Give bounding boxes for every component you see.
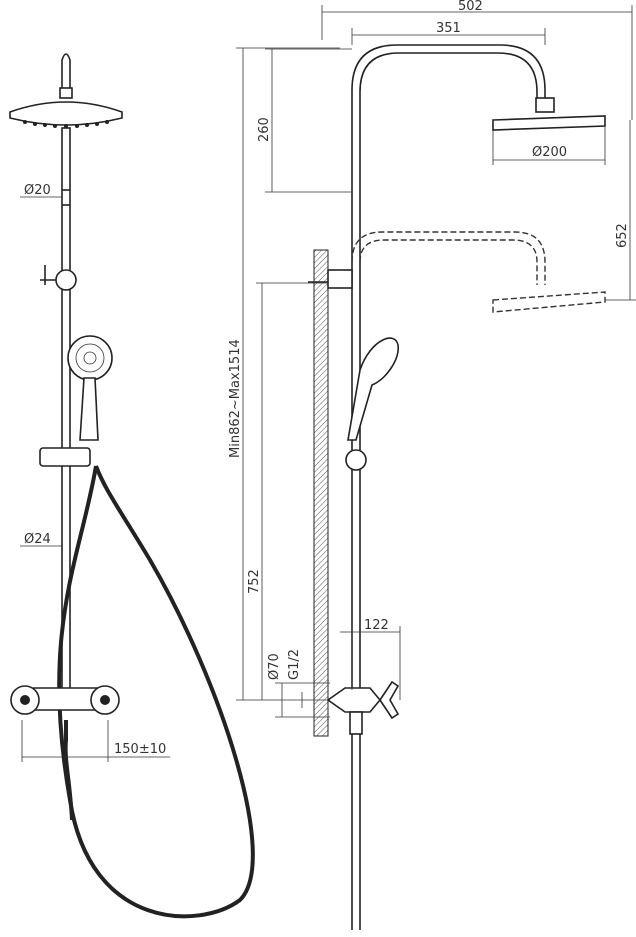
dim-height-range: Min862~Max1514 bbox=[228, 339, 243, 458]
dim-flange-diameter: Ø70 bbox=[267, 653, 282, 680]
mixer-body bbox=[326, 687, 382, 713]
hand-shower-head bbox=[67, 335, 113, 381]
wall-bracket bbox=[327, 269, 353, 289]
wall-bracket bbox=[55, 269, 77, 291]
arm-top bbox=[61, 53, 71, 95]
front-view: Ø20 Ø24 150±10 bbox=[9, 53, 255, 919]
bracket-screw bbox=[40, 265, 56, 285]
dim-arm-reach: 351 bbox=[436, 21, 461, 36]
head-connector bbox=[59, 87, 73, 99]
mixer-handle bbox=[379, 680, 400, 720]
dim-mixer-depth: 122 bbox=[364, 618, 389, 633]
wall bbox=[313, 249, 329, 737]
dim-total-reach: 502 bbox=[458, 0, 483, 14]
shower-arm-outer bbox=[351, 44, 546, 930]
lower-position-arm bbox=[351, 231, 546, 285]
dim-rail-diameter: Ø24 bbox=[24, 532, 51, 547]
dim-head-drop: 652 bbox=[615, 223, 630, 248]
overhead-head-side bbox=[492, 115, 606, 131]
nozzles bbox=[23, 120, 109, 128]
dim-thread: G1/2 bbox=[287, 649, 302, 680]
overhead-shower-head bbox=[9, 101, 123, 126]
hand-shower-side bbox=[347, 337, 399, 441]
dim-inlet-spacing: 150±10 bbox=[114, 742, 166, 757]
dim-arm-height: 260 bbox=[257, 117, 272, 142]
slider bbox=[39, 447, 91, 467]
hand-shower-handle bbox=[79, 377, 99, 441]
side-view: 502 351 260 Ø200 652 Min862~Max1514 752 … bbox=[228, 0, 636, 930]
shower-hose bbox=[57, 465, 255, 919]
dim-arm-diameter: Ø20 bbox=[24, 183, 51, 198]
dim-head-diameter: Ø200 bbox=[532, 145, 567, 160]
dim-bracket-height: 752 bbox=[247, 569, 262, 594]
head-connector bbox=[535, 97, 555, 113]
slider bbox=[345, 449, 367, 471]
lower-position-head bbox=[492, 291, 606, 313]
